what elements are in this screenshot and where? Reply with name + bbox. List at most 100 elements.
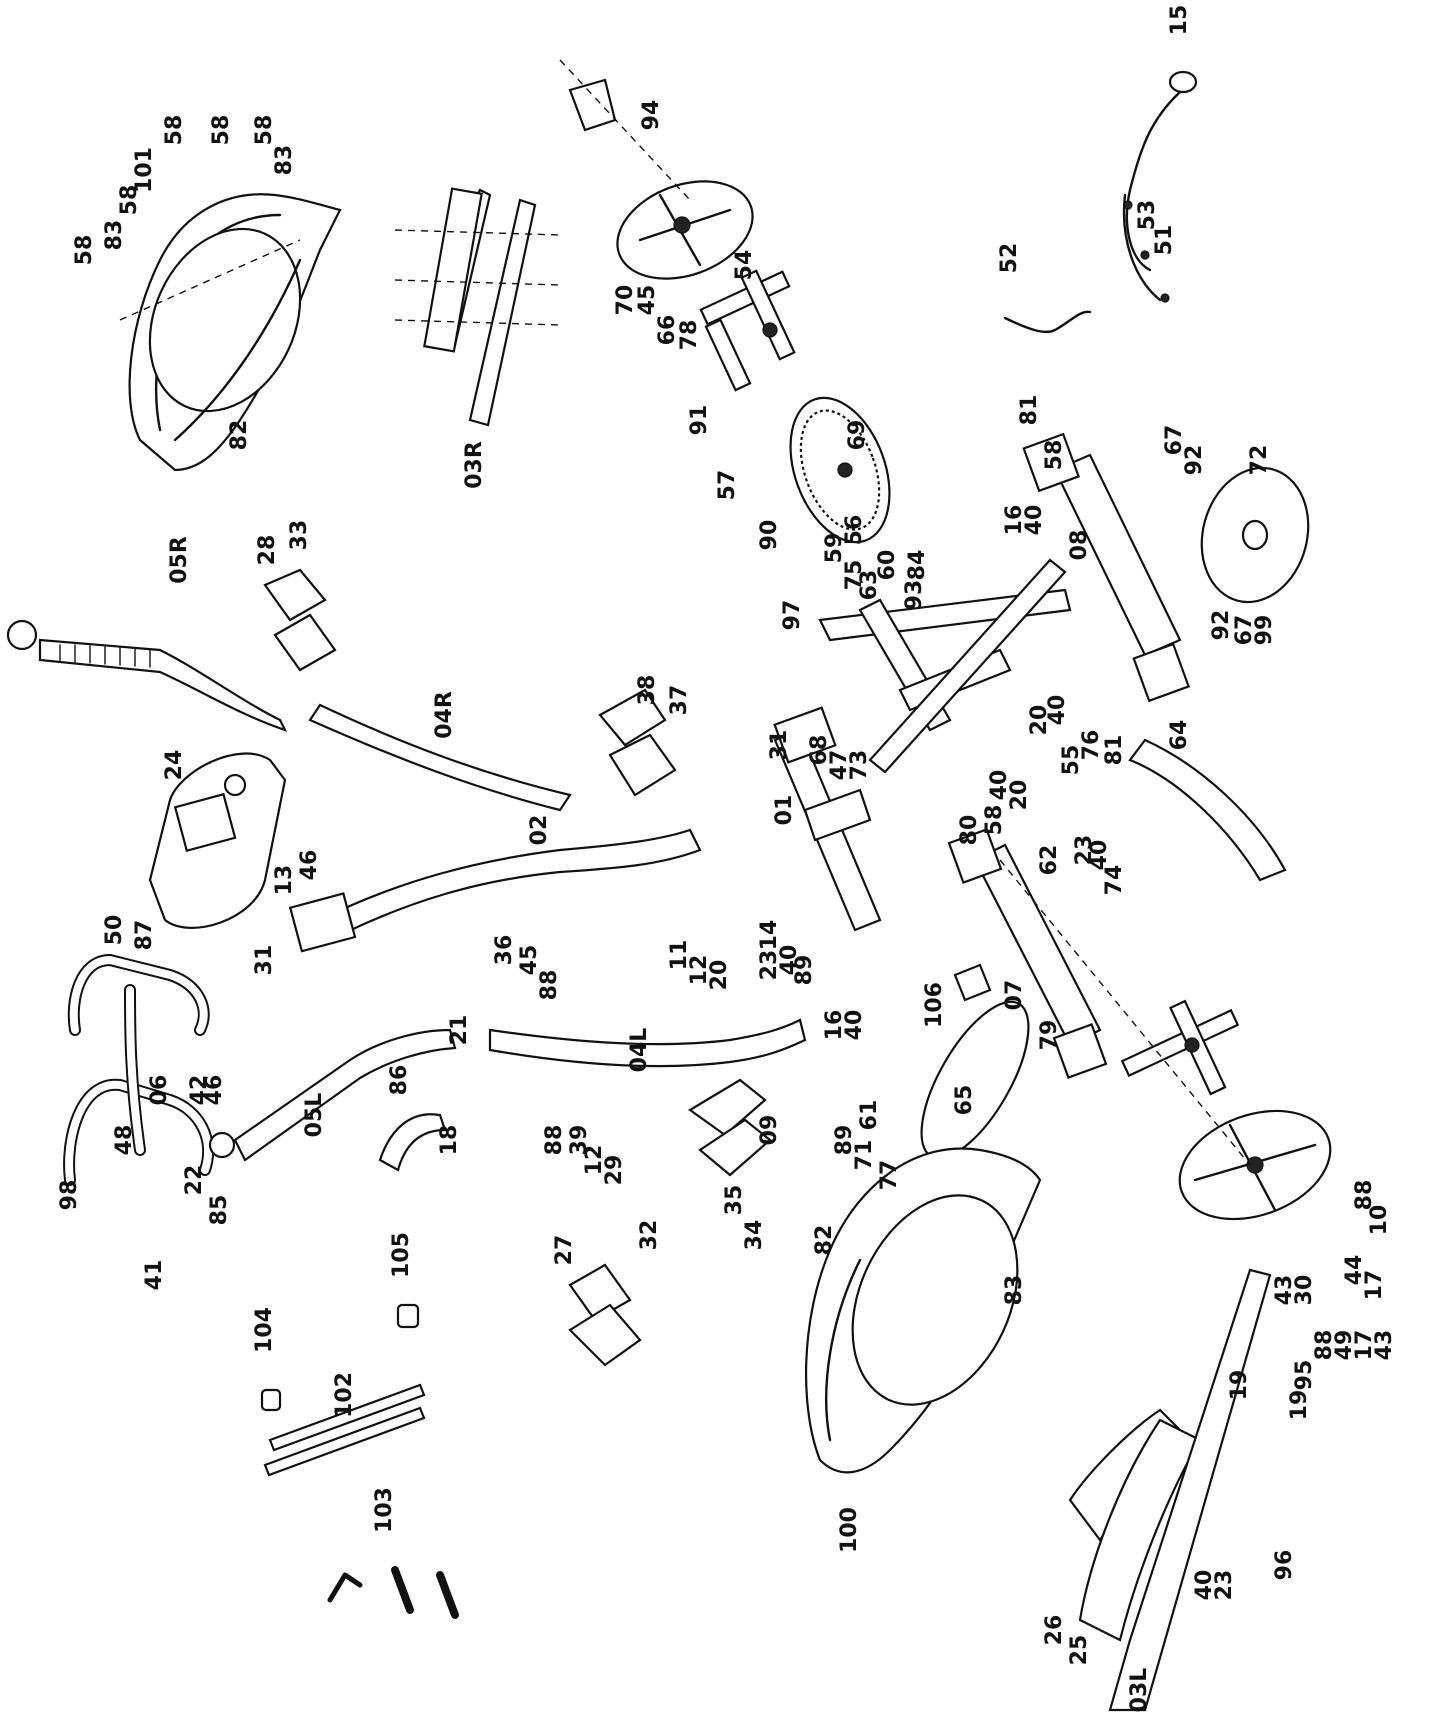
part-label-p36: 36: [492, 935, 517, 966]
part-label-p35: 35: [722, 1185, 747, 1216]
flywheel-90: [789, 396, 891, 544]
part-label-p37: 37: [667, 685, 692, 716]
part-label-p20a: 20: [1027, 705, 1052, 736]
part-label-p08: 08: [1067, 530, 1092, 561]
part-label-p16a: 16: [1002, 505, 1027, 536]
part-label-p31a: 31: [767, 730, 792, 761]
part-label-p40f: 40: [842, 1010, 867, 1041]
arm-05R: [6, 619, 288, 732]
part-label-p64: 64: [1167, 720, 1192, 751]
side-cover-right: [119, 193, 342, 472]
part-label-p27: 27: [552, 1235, 577, 1266]
part-label-p23b: 23: [757, 950, 782, 981]
part-label-p53: 53: [1135, 200, 1160, 231]
part-label-p105: 105: [389, 1232, 414, 1278]
part-label-p05L: 05L: [302, 1093, 327, 1138]
part-label-p83c: 83: [1002, 1275, 1027, 1306]
part-label-p57: 57: [715, 470, 740, 501]
part-label-p81a: 81: [1017, 395, 1042, 426]
part-label-p29: 29: [602, 1155, 627, 1186]
part-label-p33: 33: [287, 520, 312, 551]
pedal-bracket-left: [568, 1078, 772, 1367]
part-label-p76: 76: [1079, 730, 1104, 761]
part-label-p58d: 58: [252, 115, 277, 146]
part-label-p47: 47: [827, 750, 852, 781]
part-label-p102: 102: [332, 1372, 357, 1418]
part-label-p41: 41: [142, 1260, 167, 1291]
side-cover-left: [804, 1147, 1042, 1474]
part-label-p92a: 92: [1182, 445, 1207, 476]
part-label-p15: 15: [1167, 5, 1192, 36]
part-label-p21: 21: [447, 1015, 472, 1046]
part-label-p55: 55: [1059, 745, 1084, 776]
part-label-p14: 14: [757, 920, 782, 951]
part-label-p69: 69: [845, 420, 870, 451]
part-label-p100: 100: [837, 1507, 862, 1553]
part-label-p89b: 89: [832, 1125, 857, 1156]
part-label-p80: 80: [957, 815, 982, 846]
part-label-p82a: 82: [227, 420, 252, 451]
part-label-p90: 90: [757, 520, 782, 551]
part-label-p93: 93: [902, 580, 927, 611]
cross-base-79: [1120, 999, 1240, 1096]
part-label-p23c: 23: [1212, 1570, 1237, 1601]
wheel-72: [1200, 466, 1310, 604]
part-label-p17a: 17: [1362, 1270, 1387, 1301]
part-label-p05R: 05R: [167, 536, 192, 584]
sticker-106: [953, 963, 992, 1002]
part-label-p39: 39: [567, 1125, 592, 1156]
part-label-p88b: 88: [542, 1125, 567, 1156]
part-label-p83a: 83: [272, 145, 297, 176]
part-label-p84: 84: [905, 550, 930, 581]
part-label-p42: 42: [187, 1075, 212, 1106]
part-label-p60: 60: [875, 550, 900, 581]
part-label-p88d: 88: [1312, 1330, 1337, 1361]
part-label-p85: 85: [207, 1195, 232, 1226]
part-label-p82b: 82: [812, 1225, 837, 1256]
part-label-p11: 11: [667, 940, 692, 971]
crank-right: [559, 59, 754, 280]
part-label-p98: 98: [57, 1180, 82, 1211]
cross-base-78: [699, 269, 796, 392]
part-label-p20b: 20: [1007, 780, 1032, 811]
part-label-p58c: 58: [209, 115, 234, 146]
part-label-p58b: 58: [162, 115, 187, 146]
part-label-p73: 73: [847, 750, 872, 781]
part-label-p19b: 19: [1287, 1390, 1312, 1421]
part-label-p06: 06: [147, 1075, 172, 1106]
arm-04R: [308, 703, 572, 812]
part-label-p25: 25: [1067, 1635, 1092, 1666]
front-stabilizer-07: [947, 828, 1108, 1079]
part-label-p04L: 04L: [627, 1028, 652, 1073]
part-label-p10: 10: [1367, 1205, 1392, 1236]
part-label-p67a: 67: [1162, 425, 1187, 456]
part-label-p07: 07: [1002, 980, 1027, 1011]
part-label-p59: 59: [822, 533, 847, 564]
pedal-bracket-right: [263, 568, 677, 797]
part-label-p03R: 03R: [462, 441, 487, 489]
part-label-p67b: 67: [1232, 615, 1257, 646]
part-label-p71: 71: [852, 1140, 877, 1171]
part-label-p34: 34: [742, 1220, 767, 1251]
part-label-p106: 106: [922, 982, 947, 1028]
part-label-p58g: 58: [982, 805, 1007, 836]
part-label-p32: 32: [637, 1220, 662, 1251]
part-label-p94: 94: [639, 100, 664, 131]
part-label-p04R: 04R: [432, 691, 457, 739]
part-label-p12a: 12: [687, 955, 712, 986]
part-label-p92b: 92: [1209, 610, 1234, 641]
part-label-p40b: 40: [1045, 695, 1070, 726]
part-label-p28: 28: [255, 535, 280, 566]
part-label-p56: 56: [842, 515, 867, 546]
part-label-p16b: 16: [822, 1010, 847, 1041]
part-label-p88a: 88: [537, 970, 562, 1001]
part-label-p26: 26: [1042, 1615, 1067, 1646]
part-label-p77: 77: [877, 1160, 902, 1191]
sensor-cable: [1122, 70, 1198, 303]
part-label-p17b: 17: [1352, 1330, 1377, 1361]
seat-assembly-03R: [394, 187, 561, 427]
part-label-p19a: 19: [1227, 1370, 1252, 1401]
part-label-p97: 97: [780, 600, 805, 631]
